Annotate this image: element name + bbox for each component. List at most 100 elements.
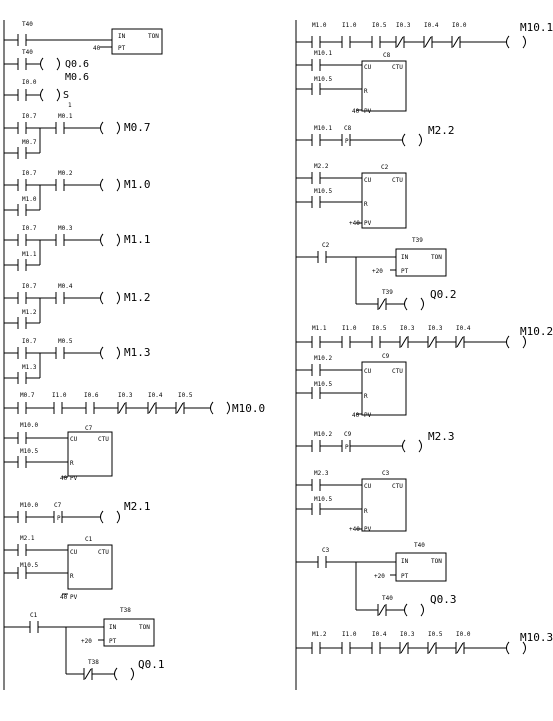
box-pin: CTU (98, 436, 109, 443)
contact-label: T40 (382, 595, 393, 602)
box-pin: R (364, 201, 368, 208)
wire (452, 36, 460, 48)
coil-left (100, 510, 104, 524)
function-box (111, 28, 163, 55)
contact-label: I0.0 (452, 22, 467, 29)
coil-right (116, 233, 120, 247)
coil-label: M10.3 (520, 631, 553, 644)
coil-left (506, 35, 510, 49)
edge-tag: P (345, 444, 349, 451)
contact-label: I0.3 (428, 325, 443, 332)
box-title: C7 (85, 425, 93, 432)
box-pin: CTU (392, 483, 403, 490)
box-param: +40 (349, 220, 360, 227)
box-pin: PT (118, 45, 126, 52)
box-title: C1 (85, 536, 93, 543)
contact-label: I0.4 (148, 392, 163, 399)
wire (456, 336, 464, 348)
contact-label: T39 (382, 289, 393, 296)
contact-label: I0.6 (84, 392, 99, 399)
contact-label: M1.0 (22, 196, 37, 203)
box-param: 40 (93, 45, 101, 52)
wire (118, 402, 126, 414)
contact-label: M0.2 (58, 170, 73, 177)
coil-label: M2.2 (428, 124, 455, 137)
contact-label: M1.2 (312, 631, 327, 638)
contact-label: I0.5 (178, 392, 193, 399)
box-param: 40 (352, 412, 360, 419)
coil-left (210, 401, 214, 415)
coil-right (116, 510, 120, 524)
box-pin: R (364, 393, 368, 400)
coil-param: 1 (68, 102, 72, 109)
coil-label: M1.1 (124, 233, 151, 246)
contact-label: T40 (22, 21, 33, 28)
contact-label: M10.2 (314, 431, 332, 438)
contact-label: I0.7 (22, 338, 37, 345)
box-pin: CU (364, 177, 372, 184)
coil-right (116, 178, 120, 192)
box-pin: PT (109, 638, 117, 645)
box-param: 40 (60, 594, 68, 601)
coil-left (100, 291, 104, 305)
box-param: 40 (352, 108, 360, 115)
coil-right (130, 667, 134, 681)
box-pin: IN (401, 558, 409, 565)
contact-label: I0.4 (424, 22, 439, 29)
wire (396, 36, 404, 48)
coil-label: M0.7 (124, 121, 151, 134)
box-title: T39 (412, 237, 423, 244)
contact-label: I0.7 (22, 225, 37, 232)
box-pin: CTU (392, 368, 403, 375)
contact-label: M10.5 (314, 76, 332, 83)
coil-left (100, 346, 104, 360)
contact-label: M1.1 (22, 251, 37, 258)
contact-label: M10.1 (314, 125, 332, 132)
contact-label: M10.1 (314, 50, 332, 57)
wire (378, 298, 386, 310)
contact-label: C8 (344, 125, 352, 132)
box-title: C9 (382, 353, 390, 360)
box-param: +20 (374, 573, 385, 580)
contact-label: I0.4 (372, 631, 387, 638)
box-param: 40 (60, 475, 68, 482)
contact-label: I0.4 (456, 325, 471, 332)
contact-label: M10.2 (314, 355, 332, 362)
contact-label: M1.2 (22, 309, 37, 316)
contact-label: I1.0 (52, 392, 67, 399)
contact-label: M0.1 (58, 113, 73, 120)
contact-label: M10.5 (20, 562, 38, 569)
coil-label: M10.0 (232, 402, 265, 415)
coil-label: M2.3 (428, 430, 455, 443)
edge-tag: P (345, 138, 349, 145)
box-pin: R (70, 460, 74, 467)
box-title: C8 (383, 52, 391, 59)
contact-label: I0.3 (400, 631, 415, 638)
coil-type: S (63, 90, 69, 101)
box-pin: CTU (392, 177, 403, 184)
function-box (361, 361, 407, 416)
box-pin: CU (364, 483, 372, 490)
wire (148, 402, 156, 414)
box-pin: IN (109, 624, 117, 631)
coil-label: M10.1 (520, 21, 553, 34)
box-pin: CU (364, 64, 372, 71)
box-pin: CU (70, 549, 78, 556)
box-pin: IN (118, 33, 126, 40)
coil-left (100, 121, 104, 135)
contact-label: M2.2 (314, 163, 329, 170)
coil-label: M1.3 (124, 346, 151, 359)
coil-left (100, 178, 104, 192)
coil-label: Q0.2 (430, 288, 457, 301)
wire (428, 642, 436, 654)
coil-left (40, 57, 44, 71)
coil-right (418, 439, 422, 453)
box-pin: PV (70, 475, 78, 482)
contact-label: M2.3 (314, 470, 329, 477)
coil-right (116, 346, 120, 360)
contact-label: I0.0 (456, 631, 471, 638)
contact-label: M0.7 (20, 392, 35, 399)
coil-left (404, 297, 408, 311)
contact-label: I0.5 (372, 325, 387, 332)
contact-label: T38 (88, 659, 99, 666)
